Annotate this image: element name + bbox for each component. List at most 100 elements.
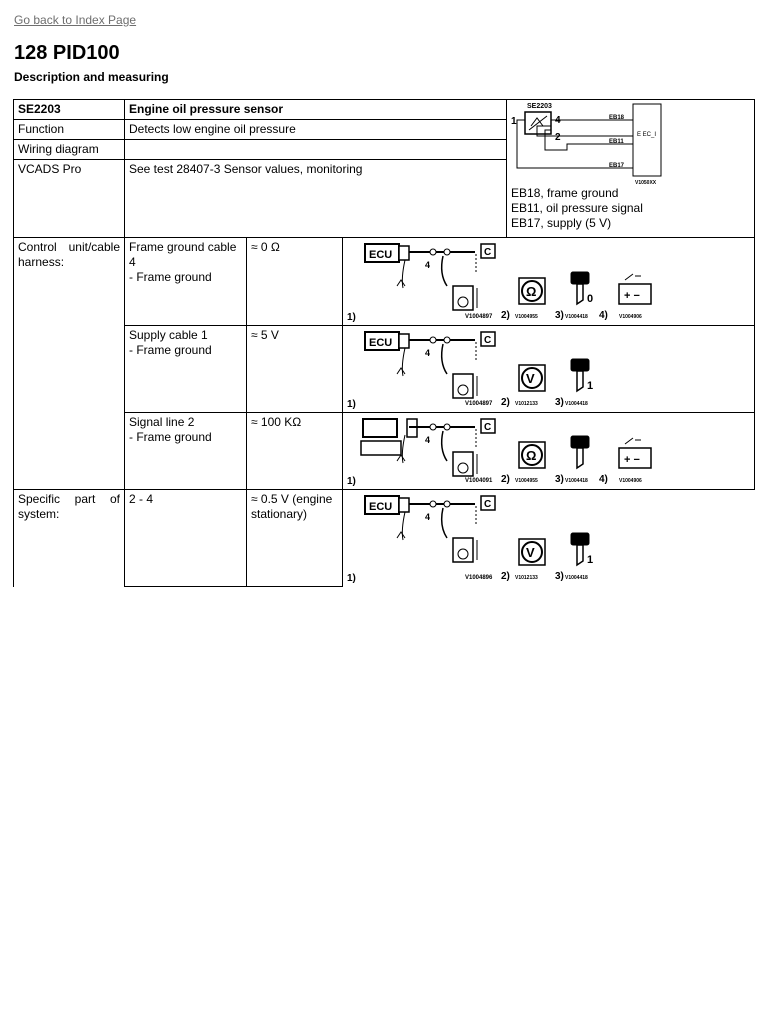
eb18-legend: EB18, frame ground [511,186,619,200]
measure-point-1: Frame ground cable 4 - Frame ground [124,237,247,326]
sensor-connector-icon [480,331,496,347]
vcads-value: See test 28407-3 Sensor values, monitori… [123,159,508,238]
probe-cable [440,343,448,375]
battery-symbol: + − [624,290,640,302]
measure-value-2: ≈ 5 V [246,325,343,413]
eb17-label: EB17 [609,163,625,169]
group-specific-part-label: Specific part of system: [13,489,125,587]
laptop-keyboard-icon [360,440,402,456]
harness-plug-icon [443,500,451,508]
battery-symbol: + − [624,454,640,466]
ecu-connector-icon [398,333,410,349]
sensor-connector-icon [480,243,496,259]
multimeter-dial-icon [457,548,469,560]
component-name-cell: Engine oil pressure sensor [123,99,508,120]
sensor-connector-label: C [484,499,491,510]
measure-value-4: ≈ 0.5 V (engine stationary) [246,489,343,587]
step-1-label: 1) [347,312,356,323]
ground-symbol-icon [396,454,406,462]
function-label: Function [13,119,125,140]
step-3-label: 3) [555,474,564,485]
ground-wire [401,259,406,289]
ground-symbol-icon [396,367,406,375]
instrument-frame-icon [518,277,546,305]
harness-plug-icon [429,336,437,344]
battery-icon [618,283,652,305]
step-2-ref: V1004955 [515,314,538,320]
group-control-unit-label: Control unit/cable harness: [13,237,125,490]
step-3-ref: V1004418 [565,478,588,484]
wiring-ref: V1050XX [635,180,657,186]
step-3-ref: V1004418 [565,401,588,407]
instrument-frame-icon [518,364,546,392]
wiring-diagram-value [123,139,508,160]
ohm-meter-icon [521,444,543,466]
step-4-ref: V1004906 [619,314,642,320]
key-blade-icon [576,283,584,306]
laptop-screen-icon [362,418,398,438]
back-to-index-link[interactable]: Go back to Index Page [14,13,137,27]
step-3-label: 3) [555,310,564,321]
step-3-ref: V1004418 [565,314,588,320]
step-3-ref: V1004418 [565,575,588,581]
component-id-cell: SE2203 [13,99,125,120]
probe-cable [440,430,448,462]
multimeter-dial-icon [457,296,469,308]
measure-point-4: 2 - 4 [124,489,247,587]
multimeter-icon [452,451,474,477]
measure-point-2: Supply cable 1 - Frame ground [124,325,247,413]
harness-plug-icon [443,336,451,344]
ground-wire [401,434,406,464]
measure-point-3: Signal line 2 - Frame ground [124,412,247,490]
measure-point-1-line1: Frame ground cable 4 [129,240,237,269]
ecu-connector-icon [398,245,410,261]
volt-meter-icon [521,541,543,563]
instrument-frame-icon [518,441,546,469]
sensor-connector-icon [480,418,496,434]
eb11-legend: EB11, oil pressure signal [511,201,643,215]
ecu-connector-icon [398,497,410,513]
multimeter-icon [452,373,474,399]
measure-value-1: ≈ 0 Ω [246,237,343,326]
key-blade-icon [576,370,584,393]
measure-point-1-line2: - Frame ground [129,270,212,284]
probe-cable [440,255,448,287]
step-2-ref: V1004955 [515,478,538,484]
battery-switch-icon [624,273,641,281]
ecu-label: ECU [369,337,392,349]
wiring-diagram-figure: SE2203 1 4 2 EB18 EB11 EB17 E EC_I V1050… [511,103,662,186]
ecu-box-label: E EC_I [637,132,656,138]
step-2-ref: V1012133 [515,401,538,407]
ecu-label: ECU [369,501,392,513]
connector-pin-label: 4 [425,260,430,270]
harness-plug-icon [429,248,437,256]
step-1-ref: V1004091 [465,478,493,484]
sensor-connector-label: C [484,335,491,346]
eb17-legend: EB17, supply (5 V) [511,216,612,230]
key-blade-icon [576,447,584,470]
function-value: Detects low engine oil pressure [123,119,508,140]
eb18-label: EB18 [609,115,625,121]
step-2-label: 2) [501,571,510,582]
multimeter-dial-icon [457,462,469,474]
step-1-label: 1) [347,573,356,584]
ground-symbol-icon [396,531,406,539]
measure-point-2-line1: Supply cable 1 [129,328,208,342]
step-1-label: 1) [347,476,356,487]
volt-symbol: V [526,371,535,386]
connector-pin-label: 4 [425,512,430,522]
vcads-label: VCADS Pro [13,159,125,238]
ignition-key-icon [570,271,590,285]
wiring-diagram-cell: SE2203 1 4 2 EB18 EB11 EB17 E EC_I V1050… [506,99,756,238]
key-position-label: 1 [587,554,593,566]
key-position-label: 1 [587,380,593,392]
step-2-label: 2) [501,310,510,321]
pin-2-label: 2 [555,132,561,143]
wiring-diagram-label: Wiring diagram [13,139,125,160]
harness-plug-icon [443,423,451,431]
step-1-ref: V1004897 [465,401,493,407]
step-3-label: 3) [555,397,564,408]
